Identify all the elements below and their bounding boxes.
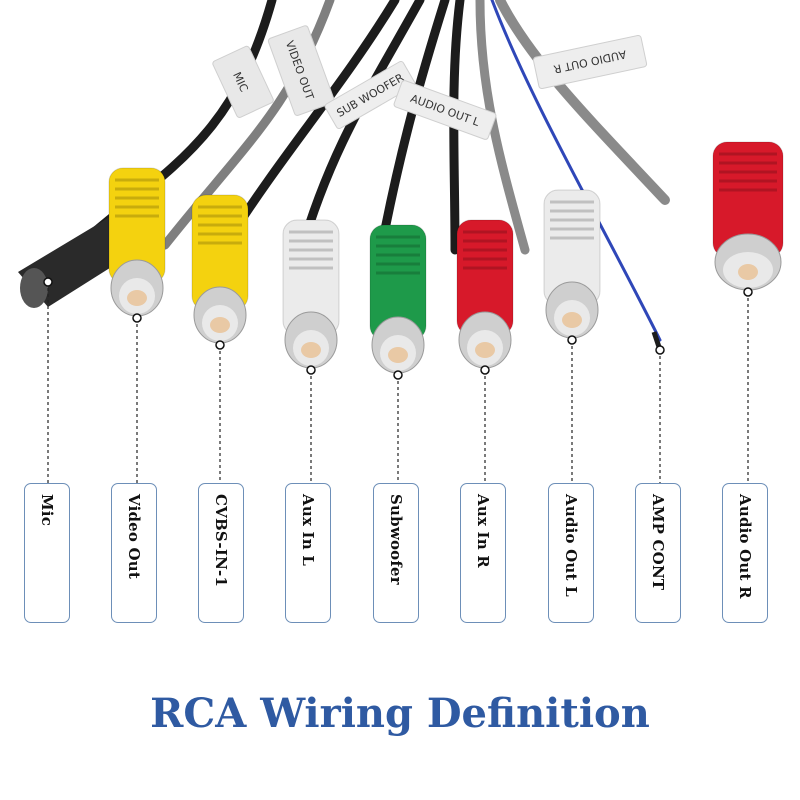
pin-marker-audio-out-r bbox=[743, 287, 753, 297]
label-text-subwoofer: Subwoofer bbox=[387, 494, 405, 585]
pin-marker-audio-out-l bbox=[567, 335, 577, 345]
label-text-aux-in-r: Aux In R bbox=[474, 494, 492, 568]
label-text-audio-out-r: Audio Out R bbox=[736, 494, 754, 599]
label-box-mic: Mic bbox=[24, 483, 70, 623]
connector-aux-in-l bbox=[282, 219, 340, 369]
pin-marker-mic bbox=[43, 277, 53, 287]
label-text-mic: Mic bbox=[38, 494, 56, 527]
pin-marker-subwoofer bbox=[393, 370, 403, 380]
connector-cvbs-in-1 bbox=[191, 194, 249, 344]
label-box-subwoofer: Subwoofer bbox=[373, 483, 419, 623]
connector-audio-out-l bbox=[543, 189, 601, 339]
label-box-amp-cont: AMP CONT bbox=[635, 483, 681, 623]
cable-tag-mic: MIC bbox=[212, 45, 274, 118]
leader-lines bbox=[43, 277, 753, 483]
cable-tag-video-out: VIDEO OUT bbox=[267, 25, 335, 116]
label-text-cvbs-in-1: CVBS-IN-1 bbox=[212, 494, 230, 588]
pin-marker-amp-cont bbox=[655, 345, 665, 355]
label-box-aux-in-r: Aux In R bbox=[460, 483, 506, 623]
pin-marker-cvbs-in-1 bbox=[215, 340, 225, 350]
connector-aux-in-r bbox=[456, 219, 514, 369]
connector-video-out bbox=[108, 167, 166, 317]
label-text-amp-cont: AMP CONT bbox=[649, 494, 667, 591]
label-text-audio-out-l: Audio Out L bbox=[562, 494, 580, 597]
connector-audio-out-r bbox=[712, 141, 784, 291]
pin-marker-video-out bbox=[132, 313, 142, 323]
pin-marker-aux-in-r bbox=[480, 365, 490, 375]
label-text-aux-in-l: Aux In L bbox=[299, 494, 317, 567]
cable-tags: MIC VIDEO OUT SUB WOOFER AUDIO OUT L AUD… bbox=[212, 25, 648, 140]
label-box-audio-out-r: Audio Out R bbox=[722, 483, 768, 623]
label-box-aux-in-l: Aux In L bbox=[285, 483, 331, 623]
label-text-video-out: Video Out bbox=[125, 494, 143, 580]
diagram-title: RCA Wiring Definition bbox=[150, 690, 650, 737]
label-box-video-out: Video Out bbox=[111, 483, 157, 623]
label-box-audio-out-l: Audio Out L bbox=[548, 483, 594, 623]
label-box-cvbs-in-1: CVBS-IN-1 bbox=[198, 483, 244, 623]
cable-tag-audio-out-r: AUDIO OUT R bbox=[532, 34, 648, 90]
pin-marker-aux-in-l bbox=[306, 365, 316, 375]
connector-subwoofer bbox=[369, 224, 427, 374]
